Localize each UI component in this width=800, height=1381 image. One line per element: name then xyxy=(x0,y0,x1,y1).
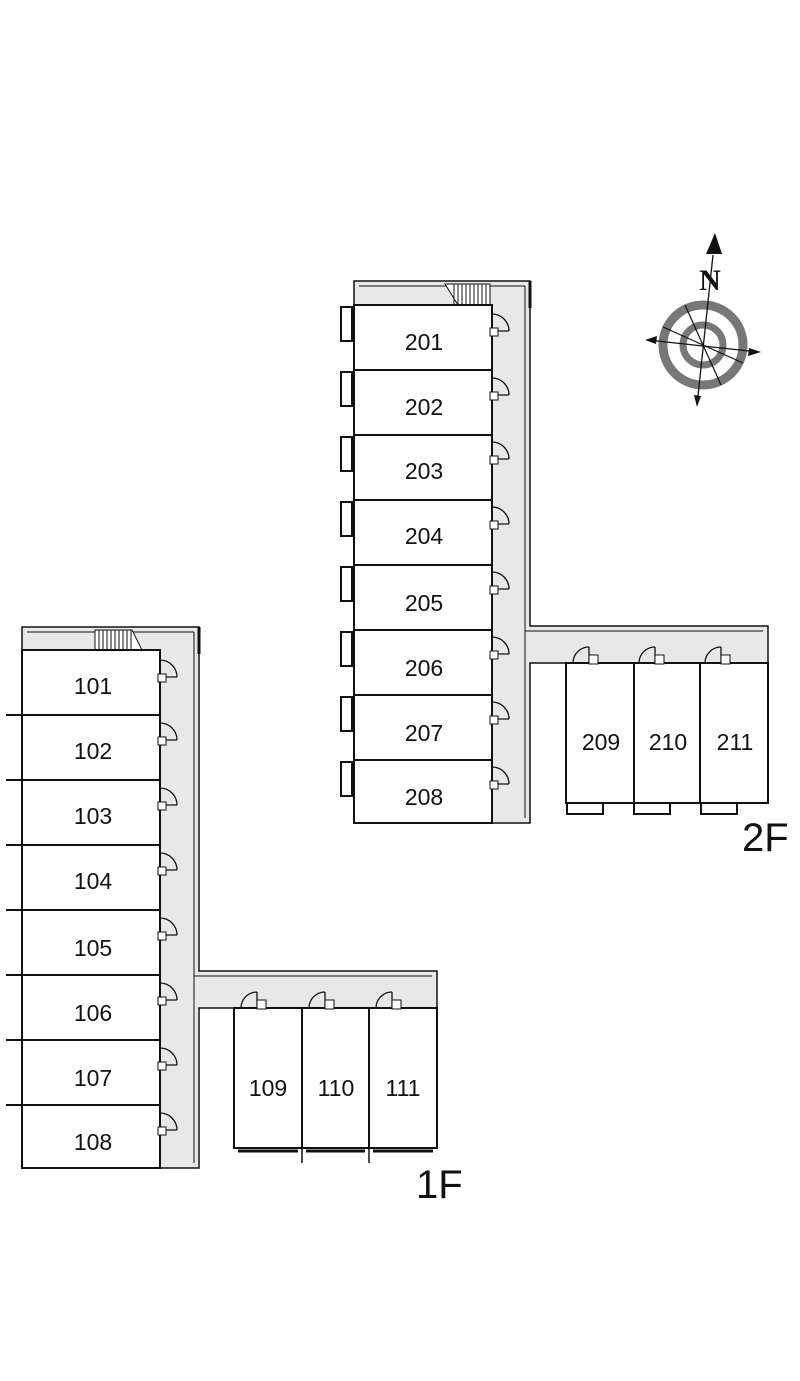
unit-207: 207 xyxy=(340,694,510,761)
unit-label: 205 xyxy=(405,590,443,616)
unit-label: 105 xyxy=(74,935,112,961)
north-arrow-icon xyxy=(706,233,722,254)
unit-111: 111 xyxy=(368,991,438,1163)
unit-104: 104 xyxy=(21,844,178,911)
unit-label: 201 xyxy=(405,329,443,355)
unit-label: 206 xyxy=(405,655,443,681)
unit-103: 103 xyxy=(21,779,178,846)
floor-1f-stair xyxy=(94,629,143,651)
unit-206: 206 xyxy=(340,629,510,696)
unit-label: 107 xyxy=(74,1065,112,1091)
compass-icon: N xyxy=(645,233,761,407)
unit-label: 203 xyxy=(405,458,443,484)
unit-202: 202 xyxy=(340,369,510,436)
unit-label: 108 xyxy=(74,1129,112,1155)
unit-110: 110 xyxy=(301,991,370,1163)
unit-201: 201 xyxy=(340,304,510,371)
unit-108: 108 xyxy=(21,1104,178,1169)
unit-210: 210 xyxy=(633,646,701,815)
compass-north-label: N xyxy=(699,264,721,297)
unit-label: 208 xyxy=(405,784,443,810)
unit-label: 101 xyxy=(74,673,112,699)
unit-label: 202 xyxy=(405,394,443,420)
floor-2f-label: 2F xyxy=(742,816,789,860)
unit-label: 111 xyxy=(386,1075,421,1101)
unit-102: 102 xyxy=(21,714,178,781)
unit-label: 211 xyxy=(717,729,754,755)
floor-1f-plan: 101 102 103 104 105 xyxy=(6,626,463,1207)
unit-211: 211 xyxy=(699,646,769,815)
unit-106: 106 xyxy=(21,974,178,1041)
unit-label: 103 xyxy=(74,803,112,829)
floor-2f-plan: 201 202 203 204 xyxy=(340,280,789,860)
unit-label: 104 xyxy=(74,868,113,894)
unit-label: 102 xyxy=(74,738,112,764)
unit-101: 101 xyxy=(21,649,178,716)
floor-1f-label: 1F xyxy=(416,1163,463,1207)
unit-203: 203 xyxy=(340,434,510,501)
unit-205: 205 xyxy=(340,564,510,631)
unit-label: 207 xyxy=(405,720,443,746)
unit-105: 105 xyxy=(21,909,178,976)
unit-208: 208 xyxy=(340,759,510,824)
unit-109: 109 xyxy=(233,991,303,1153)
unit-label: 209 xyxy=(582,729,620,755)
unit-107: 107 xyxy=(21,1039,178,1106)
unit-label: 110 xyxy=(318,1075,355,1101)
unit-label: 204 xyxy=(405,523,444,549)
unit-label: 106 xyxy=(74,1000,112,1026)
unit-204: 204 xyxy=(340,499,510,566)
floor-1f-balcony-marks xyxy=(6,714,22,1106)
unit-label: 109 xyxy=(249,1075,287,1101)
unit-label: 210 xyxy=(649,729,687,755)
unit-209: 209 xyxy=(565,646,635,815)
